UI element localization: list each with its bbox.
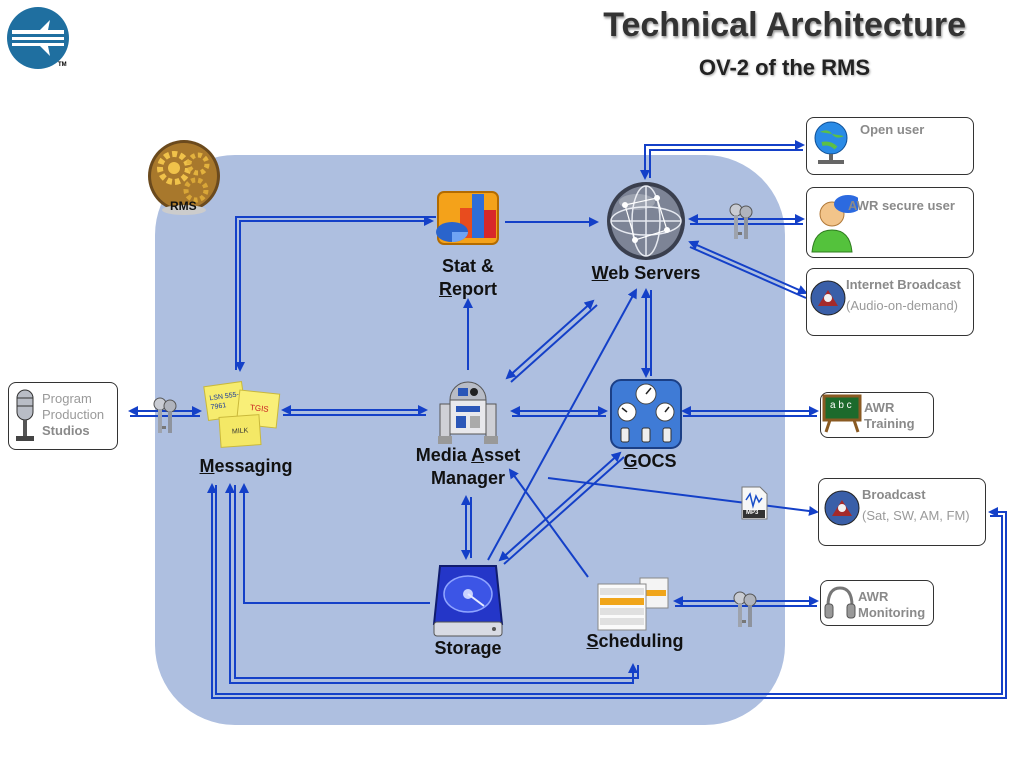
media-asset-manager-label: Media Asset Manager [400, 444, 536, 490]
keys-icon [726, 202, 756, 242]
scheduling-node[interactable] [596, 576, 672, 632]
note-text-3: MILK [231, 427, 249, 436]
chart-icon [436, 191, 499, 245]
media-asset-manager-node[interactable] [438, 370, 498, 446]
broadcast-icon [824, 490, 860, 526]
hard-drive-icon [432, 565, 504, 637]
keys-icon [150, 396, 180, 436]
awr-training-line2: Training [864, 416, 915, 431]
stat-report-underline: R [439, 279, 452, 299]
scheduling-underline: S [586, 631, 599, 651]
scheduling-rest: cheduling [598, 631, 684, 651]
robot-icon [438, 381, 498, 444]
open-user-label: Open user [860, 122, 924, 138]
awr-wing-logo-icon [7, 7, 69, 69]
broadcast-line2: (Sat, SW, AM, FM) [862, 508, 970, 523]
awr-logo: TM [6, 6, 70, 70]
secure-user-label: AWR secure user [848, 198, 955, 214]
messaging-underline: M [199, 456, 215, 476]
stat-report-line2: Report [418, 278, 518, 301]
headphones-icon [824, 584, 856, 620]
studios-line1: Program [42, 391, 92, 406]
note-text-2: TGIS [249, 403, 270, 414]
internet-broadcast-line2: (Audio-on-demand) [846, 298, 959, 313]
mp3-file-icon [741, 486, 768, 520]
page-subtitle: OV-2 of the RMS [698, 55, 870, 80]
awr-training-label: AWR Training [864, 400, 915, 432]
stat-report-node[interactable] [432, 188, 506, 250]
media-asset-underline: A [471, 445, 485, 465]
awr-training-line1: AWR [864, 400, 895, 415]
web-servers-underline: W [591, 263, 609, 283]
page-title: Technical Architecture [603, 6, 966, 44]
broadcast-icon [810, 280, 846, 316]
storage-node[interactable] [432, 562, 504, 638]
internet-broadcast-line1: Internet Broadcast [846, 277, 961, 292]
gocs-node[interactable] [609, 378, 683, 450]
broadcast-line1: Broadcast [862, 487, 926, 502]
messaging-node[interactable]: LSN 555-7961 TGIS MILK [200, 378, 284, 450]
web-servers-rest: eb Servers [608, 263, 701, 283]
user-icon [808, 192, 862, 254]
rms-badge: RMS [146, 138, 224, 218]
gears-icon [148, 140, 220, 215]
broadcast-label: Broadcast (Sat, SW, AM, FM) [862, 487, 970, 529]
gocs-underline: G [623, 451, 638, 471]
chalkboard-text: a b c [830, 400, 852, 411]
studios-line3: Studios [42, 423, 90, 438]
storage-label: Storage [434, 638, 502, 658]
open-user-text: Open user [860, 122, 925, 137]
stat-report-label: Stat & Report [418, 255, 518, 301]
internet-broadcast-label: Internet Broadcast (Audio-on-demand) [846, 277, 961, 319]
microphone-icon [12, 388, 38, 444]
messaging-rest: essaging [214, 456, 293, 476]
messaging-label: Messaging [186, 455, 306, 478]
studios-label: Program Production Studios [42, 391, 104, 439]
globe-user-icon [810, 120, 852, 168]
trademark: TM [58, 62, 67, 68]
mp3-label: MP3 [746, 510, 759, 516]
gocs-rest: OCS [637, 451, 677, 471]
sticky-notes-icon [203, 380, 281, 448]
awr-monitoring-line2: Monitoring [858, 605, 926, 620]
media-asset-line2: Manager [430, 468, 506, 488]
media-asset-line1: Media Asset [400, 444, 536, 467]
web-servers-node[interactable] [605, 180, 687, 262]
chalkboard-icon: a b c [822, 394, 862, 434]
scheduling-label: Scheduling [570, 630, 700, 653]
media-asset-part-b: sset [484, 445, 521, 465]
awr-monitoring-label: AWR Monitoring [858, 589, 925, 621]
gocs-label: GOCS [600, 450, 700, 473]
stat-report-line1: Stat & [441, 256, 494, 276]
studios-line2: Production [42, 407, 105, 422]
keys-icon [730, 590, 760, 630]
globe-network-icon [607, 182, 685, 260]
secure-user-text: AWR secure user [848, 198, 955, 213]
media-asset-part-a: Media [415, 445, 472, 465]
rms-label: RMS [170, 199, 197, 213]
mp3-file: MP3 [740, 486, 768, 520]
control-panel-icon [610, 379, 682, 449]
stat-report-rest: eport [452, 279, 497, 299]
web-servers-label: Web Servers [576, 262, 716, 285]
awr-monitoring-line1: AWR [858, 589, 889, 604]
schedule-icon [597, 577, 669, 631]
